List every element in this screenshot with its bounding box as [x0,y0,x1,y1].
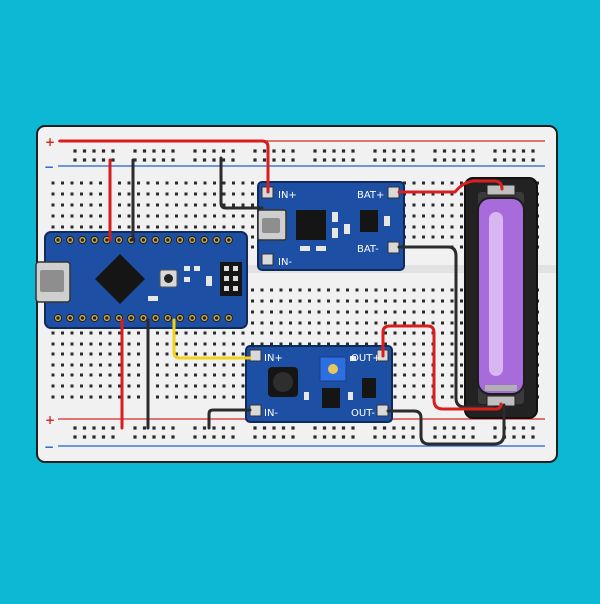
boost-label-out-plus: OUT+ [351,353,381,364]
arduino-nano-board [35,231,248,329]
icsp-header [220,262,242,296]
charger-pad-bat-plus [387,186,400,199]
boost-pad-in-minus [249,404,262,417]
boost-label-in-plus: IN+ [264,353,283,364]
protection-ic [360,210,378,232]
boost-pad-in-plus [249,349,262,362]
charger-ic [296,210,326,240]
wire-boost-out-minus-to-return [386,403,506,446]
charger-pad-in-minus [261,253,274,266]
microcontroller-chip [95,254,145,304]
wire-charger-bat-minus-to-battery [397,245,494,409]
boost-pad-out-minus [376,404,389,417]
wire-boost-in-minus-to-bottom-negative [207,408,252,430]
charger-pad-bat-minus [387,241,400,254]
wire-boost-out-plus-to-battery [381,324,503,411]
charger-label-bat-minus: BAT- [357,244,379,255]
wire-top-positive-to-charger-in [58,139,270,194]
wires [58,139,506,446]
boost-label-out-minus: OUT- [351,408,375,419]
boost-module: IN+ IN- OUT+ OUT- [245,345,393,423]
charger-label-bat-plus: BAT+ [357,190,384,201]
bottom-minus-sign: − [44,440,54,454]
reset-button [164,274,173,283]
charger-label-in-minus: IN- [278,257,292,268]
nano-pin-headers [53,235,233,323]
top-minus-sign: − [44,160,54,174]
18650-battery-icon [477,197,525,395]
top-plus-sign: + [45,135,55,149]
boost-label-in-minus: IN- [264,408,278,419]
charger-module: IN+ IN- BAT+ BAT- [257,181,405,271]
bottom-plus-sign: + [45,413,55,427]
wire-top-negative-to-charger-in-minus [219,156,264,210]
charger-label-in-plus: IN+ [278,190,297,201]
wire-charger-bat-plus-to-battery [397,179,504,194]
wire-nano-d-to-boost-in [172,318,252,360]
